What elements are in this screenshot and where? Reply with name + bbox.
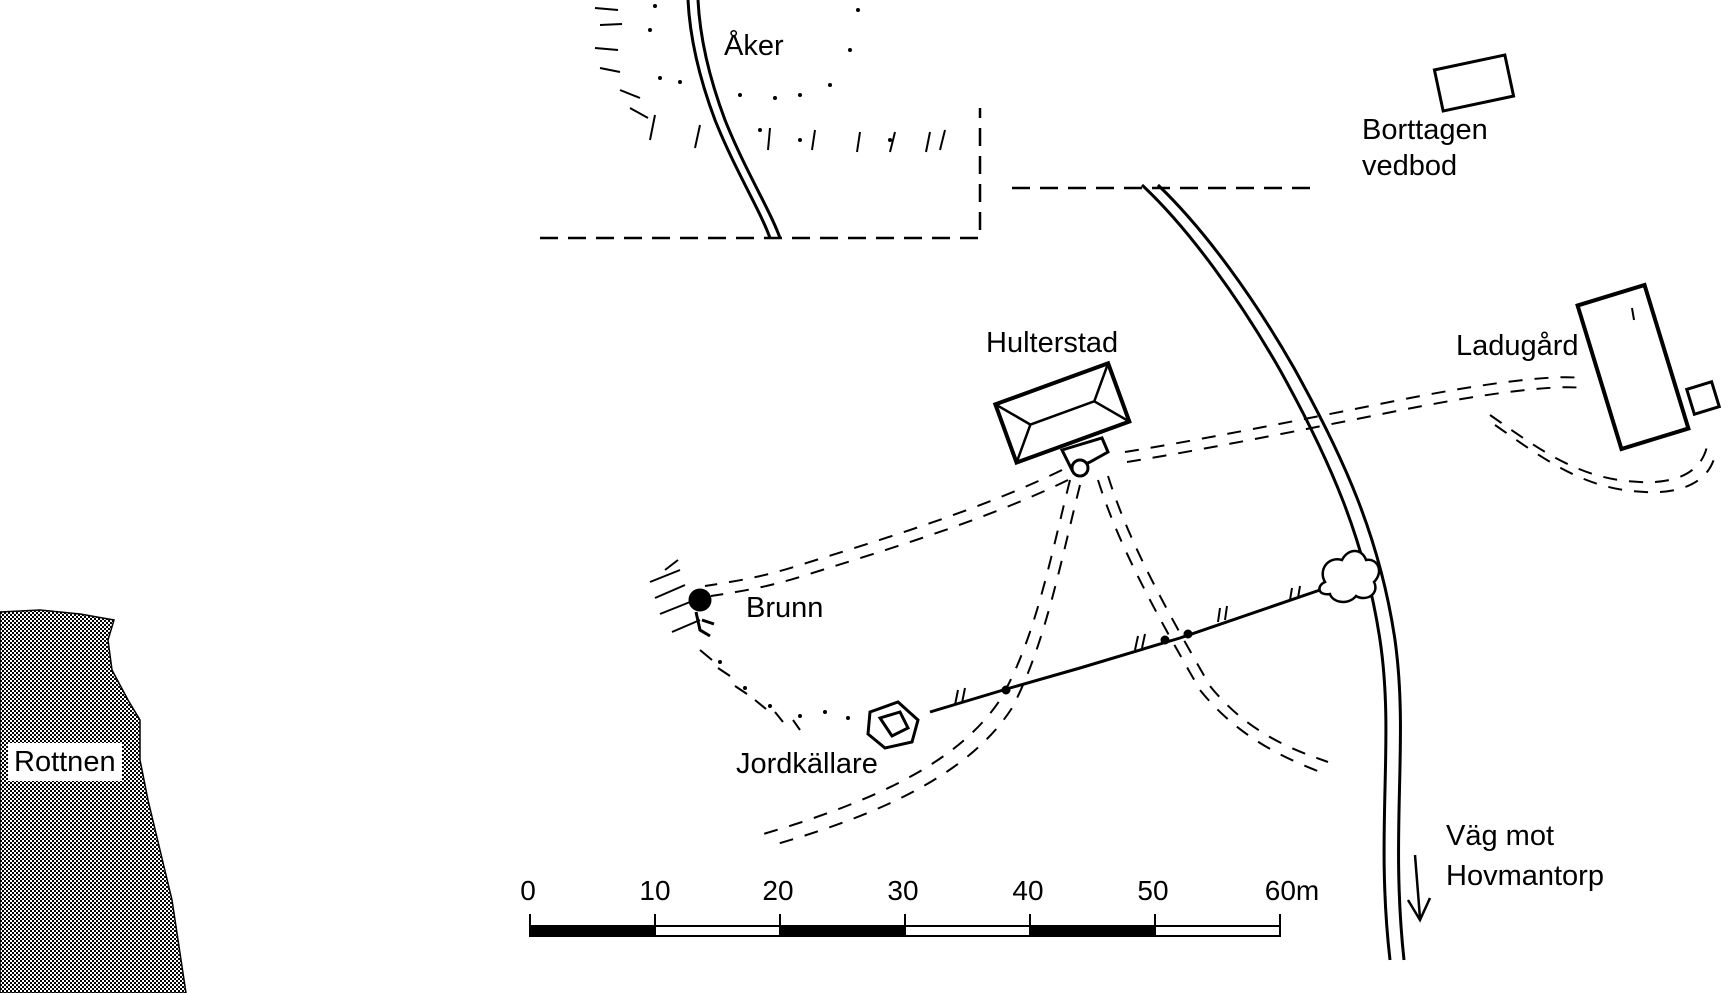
removed-woodshed [1432, 53, 1516, 113]
scale-tick-60m: 60m [1264, 875, 1320, 906]
scale-tick-0: 0 [520, 875, 536, 906]
road-arrow [1406, 854, 1432, 923]
scale-tick-10: 10 [639, 875, 671, 906]
well-dots [718, 660, 850, 720]
footpaths [704, 376, 1717, 847]
label-aker: Åker [724, 30, 784, 62]
main-road [1140, 183, 1406, 961]
barn-annex [1684, 379, 1722, 417]
scale-tick-30: 30 [887, 875, 919, 906]
north-track [686, 0, 782, 239]
well [688, 588, 715, 638]
earth-cellar [866, 700, 920, 750]
hulterstad-house [992, 360, 1132, 466]
scale-tick-50: 50 [1137, 875, 1169, 906]
fence-line [929, 585, 1321, 714]
label-rottnen: Rottnen [8, 743, 122, 781]
label-road-line2: Hovmantorp [1446, 860, 1604, 892]
scale-bar [529, 914, 1281, 937]
barn-mark [1631, 307, 1635, 321]
hulterstad-steps [1070, 458, 1090, 478]
ladugard-barn [1575, 282, 1691, 452]
well-bank [649, 559, 801, 731]
scale-tick-40: 40 [1012, 875, 1044, 906]
lake-rottnen [0, 609, 187, 993]
field-boundary [540, 108, 1310, 240]
bush [1318, 549, 1381, 604]
field-dots [648, 4, 892, 142]
label-vedbod-line2: vedbod [1362, 150, 1458, 182]
label-vedbod-line1: Borttagen [1362, 114, 1488, 146]
label-road-line1: Väg mot [1446, 820, 1554, 852]
label-hulterstad: Hulterstad [986, 327, 1119, 359]
label-ladugard: Ladugård [1456, 330, 1579, 362]
scale-tick-20: 20 [762, 875, 794, 906]
field-bank [594, 7, 946, 153]
label-brunn: Brunn [746, 592, 824, 624]
label-jordkallare: Jordkällare [736, 748, 878, 780]
